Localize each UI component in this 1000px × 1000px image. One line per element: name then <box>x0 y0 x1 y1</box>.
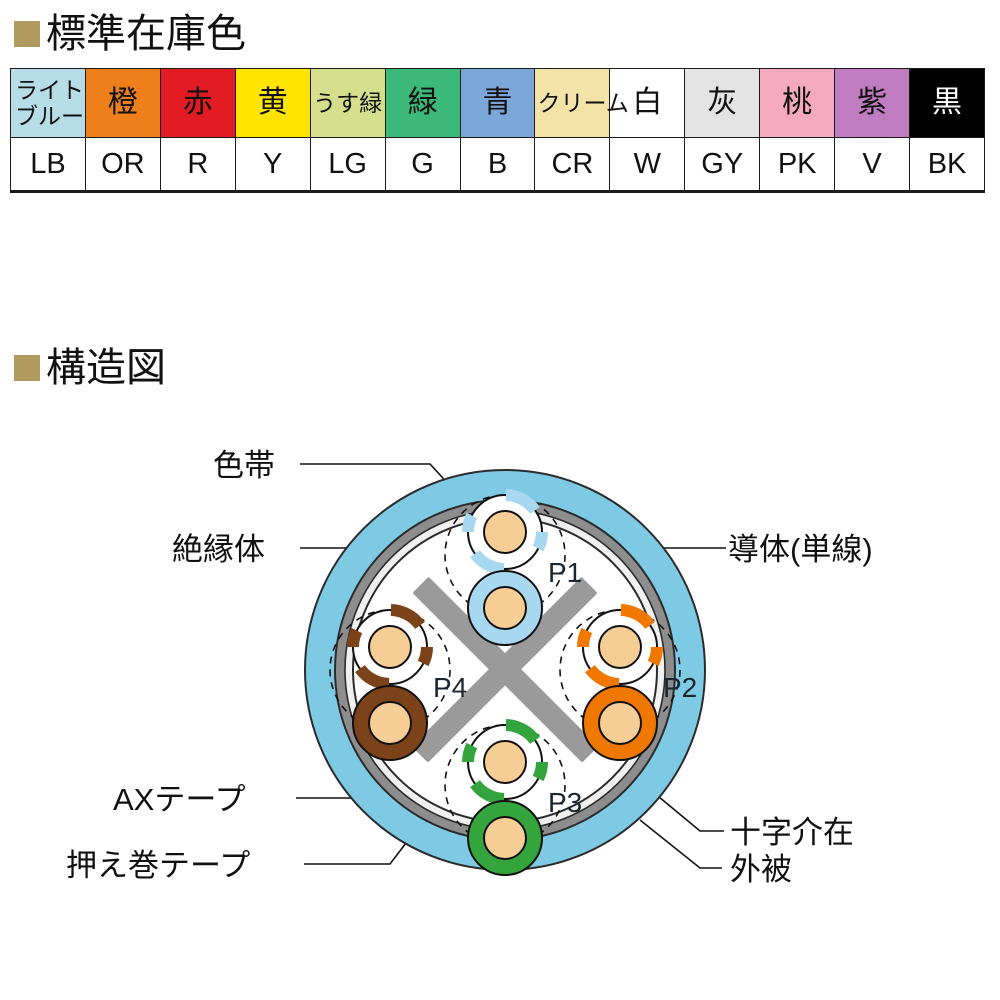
color-band-p3-top <box>462 719 548 763</box>
twisted-pair-p2: P2 <box>559 604 697 761</box>
leader-jacket <box>639 819 722 869</box>
conductor-p2-banded <box>598 625 642 669</box>
twisted-pair-p3: P3 <box>444 719 582 876</box>
conductor-p1-banded <box>483 510 527 554</box>
color-swatch-cell-b: 青 <box>459 68 536 138</box>
callout-label-jacket: 外被 <box>730 852 792 887</box>
color-name-g: 緑 <box>407 86 438 120</box>
color-abbr-cell-lb: LB <box>10 137 86 193</box>
wire-p3-solid <box>467 800 543 876</box>
color-name-gy: 灰 <box>707 86 738 120</box>
color-name-lg: うす緑 <box>313 89 383 116</box>
section-heading-structure: 構造図 <box>14 348 166 388</box>
color-abbr-cell-cr: CR <box>534 137 611 193</box>
section-heading-standard-colors: 標準在庫色 <box>14 14 246 54</box>
color-name-or: 橙 <box>107 86 138 120</box>
color-abbr-cell-gy: GY <box>684 137 761 193</box>
color-abbr-cell-pk: PK <box>759 137 836 193</box>
callout-label-conductor: 導体(単線) <box>728 532 873 567</box>
color-swatch-cell-w: 白 <box>609 68 686 138</box>
wire-p1-solid <box>467 570 543 646</box>
callout-label-insulator: 絶縁体 <box>172 532 265 567</box>
color-swatch-cell-cr: クリーム <box>534 68 629 138</box>
color-abbr-cell-lg: LG <box>309 137 386 193</box>
color-abbr-cell-bk: BK <box>909 137 985 193</box>
standard-stock-color-table: ライトブルー 橙 赤 黄 うす緑 緑 青 クリーム <box>10 68 985 193</box>
section-marker-square <box>14 21 40 47</box>
section-marker-square <box>14 355 40 381</box>
color-swatch-cell-lb: ライトブルー <box>10 68 86 138</box>
color-swatch-cell-r: 赤 <box>159 68 236 138</box>
conductor-p4-banded <box>368 625 412 669</box>
twisted-pair-p1: P1 <box>444 489 582 646</box>
color-band-p1-top <box>462 489 548 533</box>
callout-label-binder-tape: 押え巻テープ <box>66 848 250 883</box>
color-name-w: 白 <box>632 86 663 120</box>
wire-p4-solid <box>352 685 428 761</box>
wire-p4-banded <box>347 604 433 690</box>
color-band-p4-bottom <box>347 646 433 690</box>
section-title-structure: 構造図 <box>46 346 166 390</box>
color-name-lb: ライトブルー <box>15 76 84 129</box>
pair-label-p4: P4 <box>433 672 467 703</box>
section-title-standard-colors: 標準在庫色 <box>46 12 246 56</box>
color-name-pk: 桃 <box>782 86 813 120</box>
color-swatch-cell-y: 黄 <box>234 68 311 138</box>
color-abbr-cell-v: V <box>834 137 911 193</box>
color-band-p1-bottom <box>462 531 548 575</box>
conductor-p2-solid <box>598 701 642 745</box>
wire-p2-banded <box>577 604 663 690</box>
wire-p3-banded <box>462 719 548 805</box>
color-name-cr: クリーム <box>537 89 629 116</box>
callout-label-color-band: 色帯 <box>213 448 275 483</box>
color-abbr-cell-w: W <box>609 137 686 193</box>
cross-filler <box>412 577 598 762</box>
color-swatch-cell-g: 緑 <box>384 68 461 138</box>
conductor-p3-solid <box>483 816 527 860</box>
color-swatch-cell-gy: 灰 <box>684 68 761 138</box>
color-band-p2-bottom <box>577 646 663 690</box>
pair-label-p3: P3 <box>548 787 582 818</box>
wire-p2-solid <box>582 685 658 761</box>
color-name-v: 紫 <box>857 86 888 120</box>
color-band-p4-top <box>347 604 433 648</box>
callout-label-cross-filler: 十字介在 <box>730 815 854 850</box>
color-name-r: 赤 <box>182 86 213 120</box>
color-name-b: 青 <box>482 86 513 120</box>
color-name-y: 黄 <box>257 86 288 120</box>
color-name-bk: 黒 <box>932 86 963 120</box>
color-band-p2-top <box>577 604 663 648</box>
color-abbr-cell-g: G <box>384 137 461 193</box>
callout-label-ax-tape: AXテープ <box>113 782 246 817</box>
table-row-color-swatches: ライトブルー 橙 赤 黄 うす緑 緑 青 クリーム <box>10 68 985 138</box>
color-band-p3-bottom <box>462 761 548 805</box>
color-abbr-cell-or: OR <box>84 137 161 193</box>
conductor-p3-banded <box>483 740 527 784</box>
color-abbr-cell-y: Y <box>234 137 311 193</box>
table-row-color-abbreviations: LB OR R Y LG G B CR W GY PK V BK <box>10 137 985 193</box>
pair-label-p2: P2 <box>663 672 697 703</box>
cable-cross-section-diagram: P1 P2 P3 <box>0 420 1000 940</box>
twisted-pair-p4: P4 <box>329 604 467 761</box>
color-swatch-cell-pk: 桃 <box>759 68 836 138</box>
conductor-p4-solid <box>368 701 412 745</box>
wire-p1-banded <box>462 489 548 575</box>
color-swatch-cell-or: 橙 <box>84 68 161 138</box>
color-swatch-cell-v: 紫 <box>834 68 911 138</box>
color-abbr-cell-b: B <box>459 137 536 193</box>
color-abbr-cell-r: R <box>159 137 236 193</box>
pair-label-p1: P1 <box>548 557 582 588</box>
color-swatch-cell-bk: 黒 <box>909 68 985 138</box>
color-swatch-cell-lg: うす緑 <box>309 68 386 138</box>
conductor-p1-solid <box>483 586 527 630</box>
